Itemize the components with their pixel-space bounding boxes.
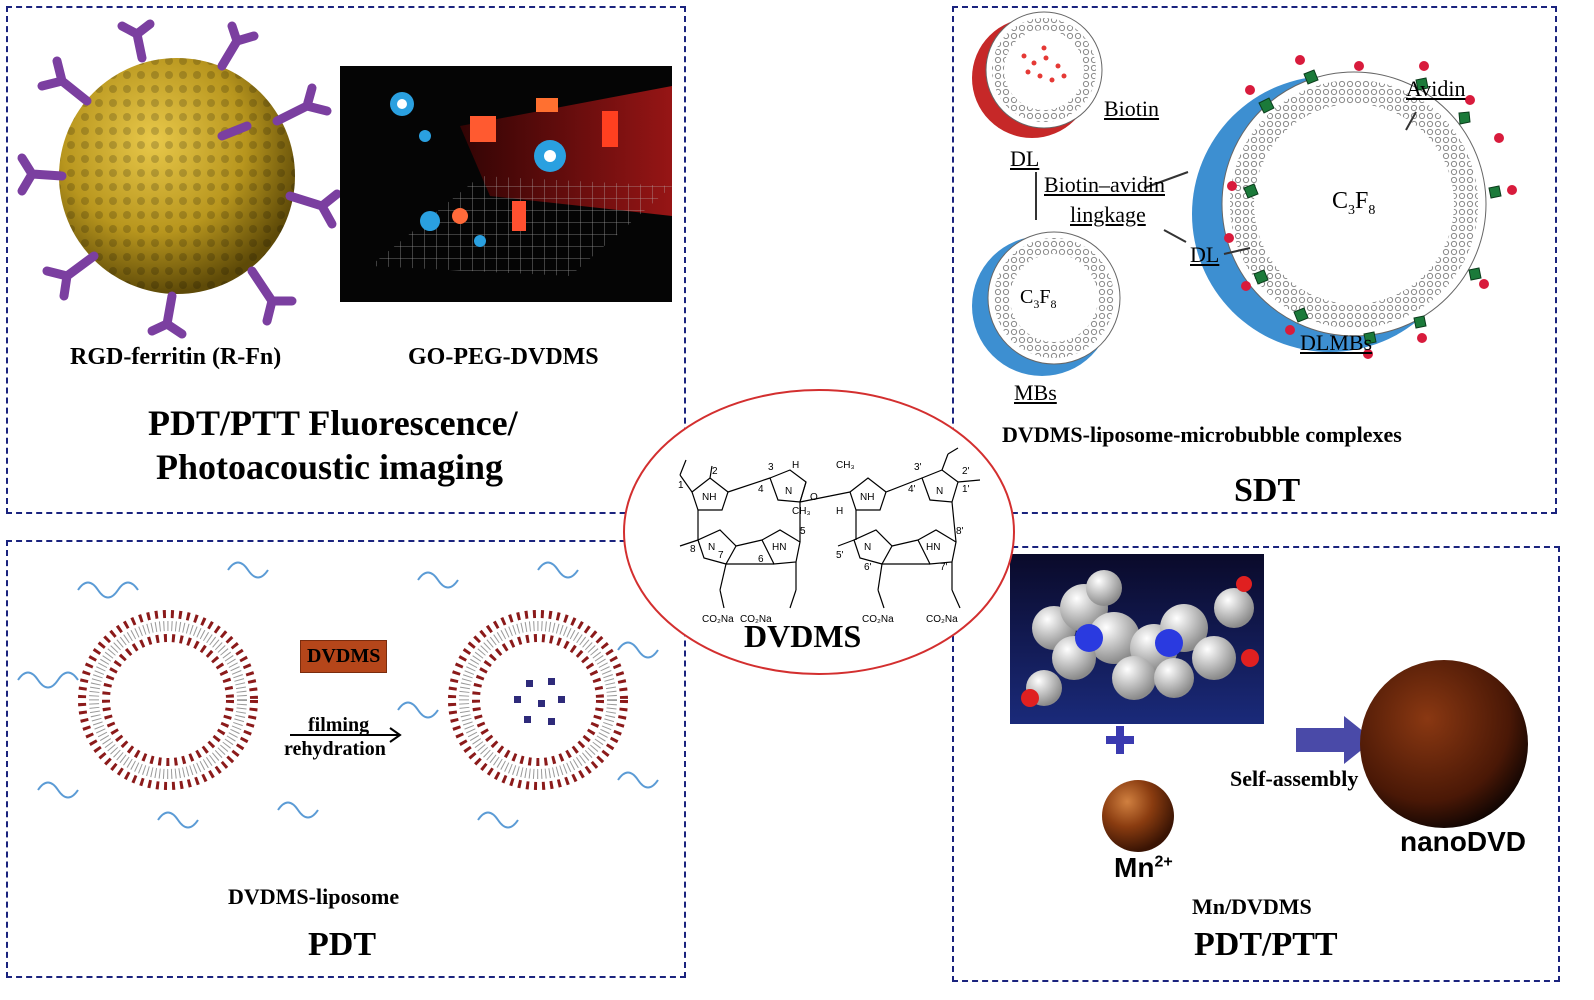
- mn-dvdms-diagram: [1010, 554, 1528, 852]
- svg-text:CH₃: CH₃: [836, 460, 855, 471]
- dvdms-drug-box: DVDMS: [300, 640, 388, 673]
- label-dvdms-liposome: DVDMS-liposome: [228, 884, 400, 909]
- svg-text:H: H: [836, 506, 843, 517]
- label-linkage-line1: Biotin–avidin: [1044, 172, 1165, 197]
- svg-text:6': 6': [864, 562, 872, 573]
- svg-text:CO₂Na: CO₂Na: [740, 614, 772, 625]
- center-ellipse: [623, 389, 1015, 675]
- svg-text:8: 8: [690, 544, 696, 555]
- label-mn-dvdms: Mn/DVDMS: [1192, 894, 1312, 919]
- svg-text:HN: HN: [926, 542, 940, 553]
- svg-text:1': 1': [962, 484, 970, 495]
- label-c3f8-large: C3F8: [1332, 188, 1376, 218]
- label-self-assembly: Self-assembly: [1230, 766, 1359, 791]
- label-complex-caption: DVDMS-liposome-microbubble complexes: [1002, 422, 1402, 447]
- svg-text:N: N: [708, 542, 715, 553]
- panel-title-imaging-line2: Photoacoustic imaging: [156, 447, 503, 487]
- svg-text:CO₂Na: CO₂Na: [926, 614, 958, 625]
- label-mn-ion: Mn2+: [1114, 852, 1173, 883]
- go-peg-dvdms-image: [340, 66, 672, 302]
- svg-text:7: 7: [718, 550, 724, 561]
- svg-text:NH: NH: [860, 492, 874, 503]
- label-biotin: Biotin: [1104, 96, 1160, 121]
- svg-text:CO₂Na: CO₂Na: [702, 614, 734, 625]
- label-rehydration: rehydration: [284, 738, 386, 760]
- svg-text:5: 5: [800, 526, 806, 537]
- label-nanodvd: nanoDVD: [1400, 826, 1526, 857]
- svg-text:O: O: [810, 492, 818, 503]
- svg-text:8': 8': [956, 526, 964, 537]
- panel-title-sdt: SDT: [1234, 472, 1301, 509]
- panel-pdt-liposome: DVDMS filming rehydration DVDMS-liposome…: [6, 540, 686, 978]
- panel-pdt-ptt: Self-assembly Mn2+ nanoDVD Mn/DVDMS PDT/…: [952, 546, 1560, 982]
- liposome-microbubble-diagram: [972, 11, 1517, 376]
- svg-text:CO₂Na: CO₂Na: [862, 614, 894, 625]
- label-dl-right: DL: [1190, 242, 1220, 267]
- label-c3f8-small: C3F8: [1020, 286, 1057, 311]
- panel-sdt: Biotin Avidin DL Biotin–avidin lingkage …: [952, 6, 1557, 514]
- svg-text:4: 4: [758, 484, 764, 495]
- svg-text:4': 4': [908, 484, 916, 495]
- liposome-diagram: [17, 561, 659, 829]
- label-dlmbs: DLMBs: [1300, 330, 1373, 355]
- svg-text:3: 3: [768, 462, 774, 473]
- svg-text:2: 2: [712, 466, 718, 477]
- svg-text:CH₃: CH₃: [792, 506, 811, 517]
- svg-text:N: N: [864, 542, 871, 553]
- svg-text:1: 1: [678, 480, 684, 491]
- panel-imaging: RGD-ferritin (R-Fn) GO-PEG-DVDMS PDT/PTT…: [6, 6, 686, 514]
- panel-title-pdt-ptt: PDT/PTT: [1194, 926, 1338, 963]
- label-linkage-line2: lingkage: [1070, 202, 1146, 227]
- svg-text:NH: NH: [702, 492, 716, 503]
- label-filming: filming: [308, 714, 370, 736]
- svg-text:7': 7': [940, 562, 948, 573]
- label-go-peg-dvdms: GO-PEG-DVDMS: [408, 344, 599, 370]
- label-avidin: Avidin: [1406, 76, 1466, 101]
- label-rgd-ferritin: RGD-ferritin (R-Fn): [70, 344, 282, 370]
- panel-title-pdt: PDT: [308, 926, 376, 963]
- svg-text:N: N: [785, 486, 792, 497]
- svg-text:2': 2': [962, 466, 970, 477]
- svg-text:H: H: [792, 460, 799, 471]
- label-dvdms-center: DVDMS: [744, 618, 862, 654]
- svg-text:HN: HN: [772, 542, 786, 553]
- svg-text:6: 6: [758, 554, 764, 565]
- ferritin-nanoparticle-image: [17, 19, 342, 339]
- label-dl-top: DL: [1010, 146, 1040, 171]
- svg-text:5': 5': [836, 550, 844, 561]
- panel-title-imaging-line1: PDT/PTT Fluorescence/: [148, 403, 518, 443]
- label-mbs: MBs: [1014, 380, 1057, 405]
- svg-text:3': 3': [914, 462, 922, 473]
- svg-text:N: N: [936, 486, 943, 497]
